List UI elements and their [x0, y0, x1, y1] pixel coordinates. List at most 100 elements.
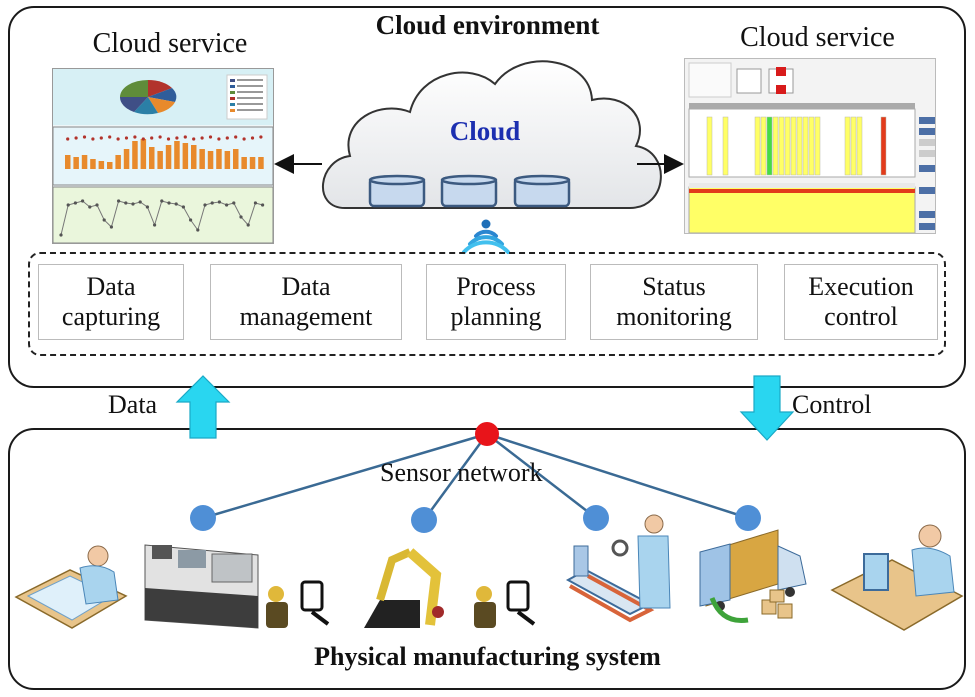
data-up-arrow: [175, 375, 231, 439]
thumbnail-point: [174, 202, 178, 206]
thumbnail-point: [196, 228, 200, 232]
gantt-bars: [706, 116, 887, 176]
thumbnail-bar: [191, 145, 197, 169]
thumbnail-point: [225, 203, 229, 207]
thumbnail-point: [189, 218, 193, 222]
sensor-node: [411, 507, 437, 533]
thumbnail-dot: [158, 135, 162, 139]
thumbnail-bar: [132, 141, 138, 169]
thumbnail-dot: [108, 135, 112, 139]
thumbnail-bar: [115, 155, 121, 169]
thumbnail-point: [210, 201, 214, 205]
cloud-environment-frame: [8, 6, 966, 388]
control-flow-label: Control: [792, 390, 872, 419]
operator-computer-icon: [830, 524, 964, 631]
thumbnail-bar: [140, 139, 147, 169]
thumbnail-dot: [225, 136, 229, 140]
gantt-task-bar: [808, 116, 815, 176]
thumbnail-point: [138, 200, 142, 204]
delivery-truck-icon: [699, 529, 807, 624]
thumbnail-bar: [216, 149, 222, 169]
thumbnail-point: [73, 201, 77, 205]
wireless-icon: [462, 219, 510, 254]
gantt-task-bar: [802, 116, 809, 176]
gantt-task-bar: [850, 116, 857, 176]
thumbnail-bar: [90, 159, 96, 169]
thumbnail-bar: [157, 151, 163, 169]
database-icon-top: [368, 174, 426, 186]
thumbnail-bar: [233, 149, 239, 169]
thumbnail-dot: [234, 135, 238, 139]
thumbnail-point: [203, 203, 207, 207]
thumbnail-point: [253, 201, 257, 205]
assembly-line-icon: [565, 514, 671, 623]
gantt-task-bar: [796, 116, 803, 176]
database-icon-top: [440, 174, 498, 186]
cloud-service-right-title: Cloud service: [740, 22, 895, 53]
thumbnail-bar: [81, 155, 88, 169]
thumbnail-bar: [199, 149, 205, 169]
cloud-environment-title: Cloud environment: [375, 10, 600, 40]
thumbnail-point: [239, 215, 243, 219]
thumbnail-bar: [123, 149, 130, 169]
worker-tablet-icon: [474, 580, 536, 628]
thumbnail-dot: [124, 136, 129, 140]
side-buttons: [919, 117, 935, 230]
thumbnail-dot: [66, 137, 70, 141]
thumbnail-bar: [165, 145, 172, 169]
thumbnail-dot: [82, 135, 87, 139]
thumbnail-dot: [250, 136, 255, 140]
gantt-task-bar: [778, 116, 785, 176]
thumbnail-point: [181, 205, 185, 209]
designer-icon: [14, 545, 128, 629]
thumbnail-bar: [241, 157, 247, 169]
data-flow-label: Data: [108, 390, 158, 419]
cloud-service-left-title: Cloud service: [92, 28, 248, 59]
thumbnail-point: [153, 223, 157, 227]
thumbnail-bar: [107, 162, 113, 169]
gantt-task-bar: [784, 116, 791, 176]
thumbnail-dot: [116, 137, 120, 141]
bar-series: [65, 135, 264, 169]
thumbnail-dot: [74, 136, 78, 140]
thumbnail-dot: [242, 137, 246, 141]
thumbnail-point: [124, 201, 128, 205]
thumbnail-bar: [258, 157, 264, 169]
thumbnail-point: [81, 199, 85, 203]
robot-arm-icon: [364, 548, 444, 628]
dashboard-charts: [52, 69, 274, 244]
thumbnail-dot: [150, 136, 154, 140]
thumbnail-dot: [217, 137, 221, 141]
thumbnail-point: [88, 205, 92, 209]
sensor-node: [583, 505, 609, 531]
thumbnail-dot: [183, 135, 187, 139]
thumbnail-bar: [149, 147, 155, 169]
dashboard-screenshot: [52, 68, 274, 244]
worker-tablet-icon: [266, 580, 330, 628]
cloud-label: Cloud: [449, 116, 521, 146]
thumbnail-bar: [98, 161, 105, 169]
gantt-task-bar: [760, 116, 767, 176]
sensor-network-label: Sensor network: [380, 458, 543, 487]
thumbnail-bar: [182, 143, 189, 169]
thumbnail-dot: [133, 135, 137, 139]
scheduling-screenshot: [684, 58, 936, 234]
thumbnail-point: [102, 218, 106, 222]
gantt-task-bar: [706, 116, 713, 176]
thumbnail-dot: [200, 136, 204, 140]
thumbnail-bar: [174, 141, 180, 169]
trend-points: [59, 199, 265, 237]
sensor-node: [735, 505, 761, 531]
thumbnail-dot: [259, 135, 263, 139]
thumbnail-dot: [208, 135, 213, 139]
gantt-task-bar: [856, 116, 863, 176]
network-hub-node: [475, 422, 499, 446]
thumbnail-point: [217, 200, 221, 204]
thumbnail-point: [160, 199, 164, 203]
thumbnail-point: [95, 203, 99, 207]
database-icon-top: [513, 174, 571, 186]
physical-system-title: Physical manufacturing system: [314, 642, 661, 671]
